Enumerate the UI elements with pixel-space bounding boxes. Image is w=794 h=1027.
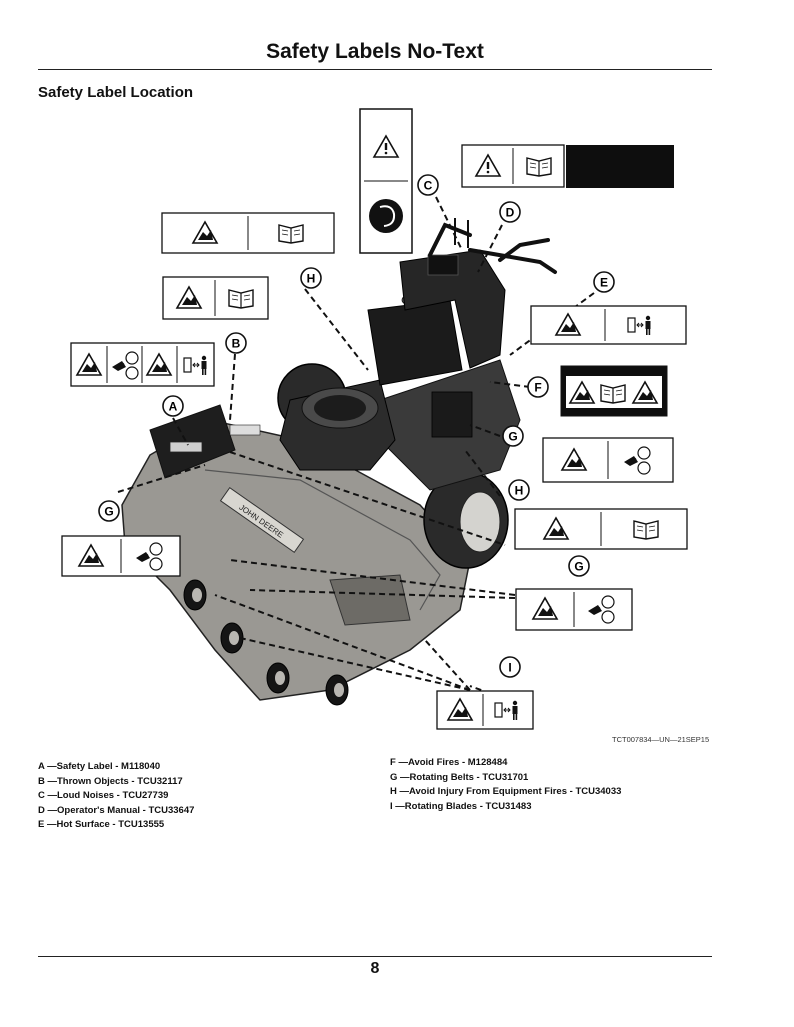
label-g-rotating-belts-lower [515,588,633,631]
label-f-avoid-fires [560,365,668,417]
label-d-operators-manual [461,144,674,188]
callout-g: G [568,555,590,577]
legend-item-h: H —Avoid Injury From Equipment Fires - T… [390,786,622,797]
callout-letter: G [104,505,113,519]
callout-letter: C [424,179,433,193]
callout-letter: G [508,430,517,444]
label-i-rotating-blades [436,690,534,730]
page-number: 8 [370,960,380,977]
label-b-thrown-objects [162,276,269,320]
callout-e: E [593,271,615,293]
callout-c: C [417,174,439,196]
callout-letter: D [506,206,515,220]
manual-book-icon [600,384,626,404]
label-g-rotating-belts-right [542,437,674,483]
label-h-equipment-fires-top [161,212,335,254]
label-a-safety-label [70,342,215,387]
manual-book-icon [526,157,552,177]
callout-letter: I [508,661,511,675]
legend-item-d: D —Operator's Manual - TCU33647 [38,804,195,816]
black-label-panel [566,145,674,188]
header-rule [38,69,712,70]
callout-markers: C D H E B F A G H G G I [98,174,615,678]
callout-h: H [508,479,530,501]
callout-letter: B [232,337,241,351]
legend-item-i: I —Rotating Blades - TCU31483 [390,800,532,812]
legend-item-a: A —Safety Label - M118040 [38,761,161,772]
legend-left-column: A —Safety Label - M118040 B —Thrown Objec… [38,760,194,833]
manual-book-icon [228,289,254,309]
legend-item-b: B —Thrown Objects - TCU32117 [38,775,183,787]
callout-letter: E [600,276,608,290]
label-e-hot-surface [530,305,687,345]
callout-g: G [98,500,120,522]
ear-protection-icon [369,199,403,233]
mower-illustration: JOHN DEERE [121,218,557,706]
legend-item-e: E —Hot Surface - TCU13555 [38,819,165,830]
label-g-rotating-belts-left [61,535,181,577]
legend-item-g: G —Rotating Belts - TCU31701 [390,771,529,783]
callout-g: G [502,425,524,447]
label-c-loud-noises [359,108,413,254]
callout-d: D [499,201,521,223]
manual-book-icon [278,224,304,244]
callout-letter: G [574,560,583,574]
callout-b: B [225,332,247,354]
callout-a: A [162,395,184,417]
legend-item-c: C —Loud Noises - TCU27739 [38,790,169,801]
section-title: Safety Label Location [38,84,194,101]
label-h-equipment-fires-right [514,508,688,550]
leader-lines [117,196,595,698]
footer-rule [38,956,712,957]
figure-code: TCT007834—UN—21SEP15 [612,735,710,744]
mower-safety-label-figure: JOHN DEERE [61,108,688,730]
callout-i: I [499,656,521,678]
manual-book-icon [633,520,659,540]
callout-letter: H [515,484,524,498]
legend-right-column: F —Avoid Fires - M128484 G —Rotating Belt… [390,756,621,814]
callout-letter: H [307,272,316,286]
page-title: Safety Labels No-Text [266,40,484,63]
callout-h: H [300,267,322,289]
callout-f: F [527,376,549,398]
callout-letter: F [534,381,541,395]
callout-letter: A [169,400,178,414]
legend-item-f: F —Avoid Fires - M128484 [390,757,508,768]
